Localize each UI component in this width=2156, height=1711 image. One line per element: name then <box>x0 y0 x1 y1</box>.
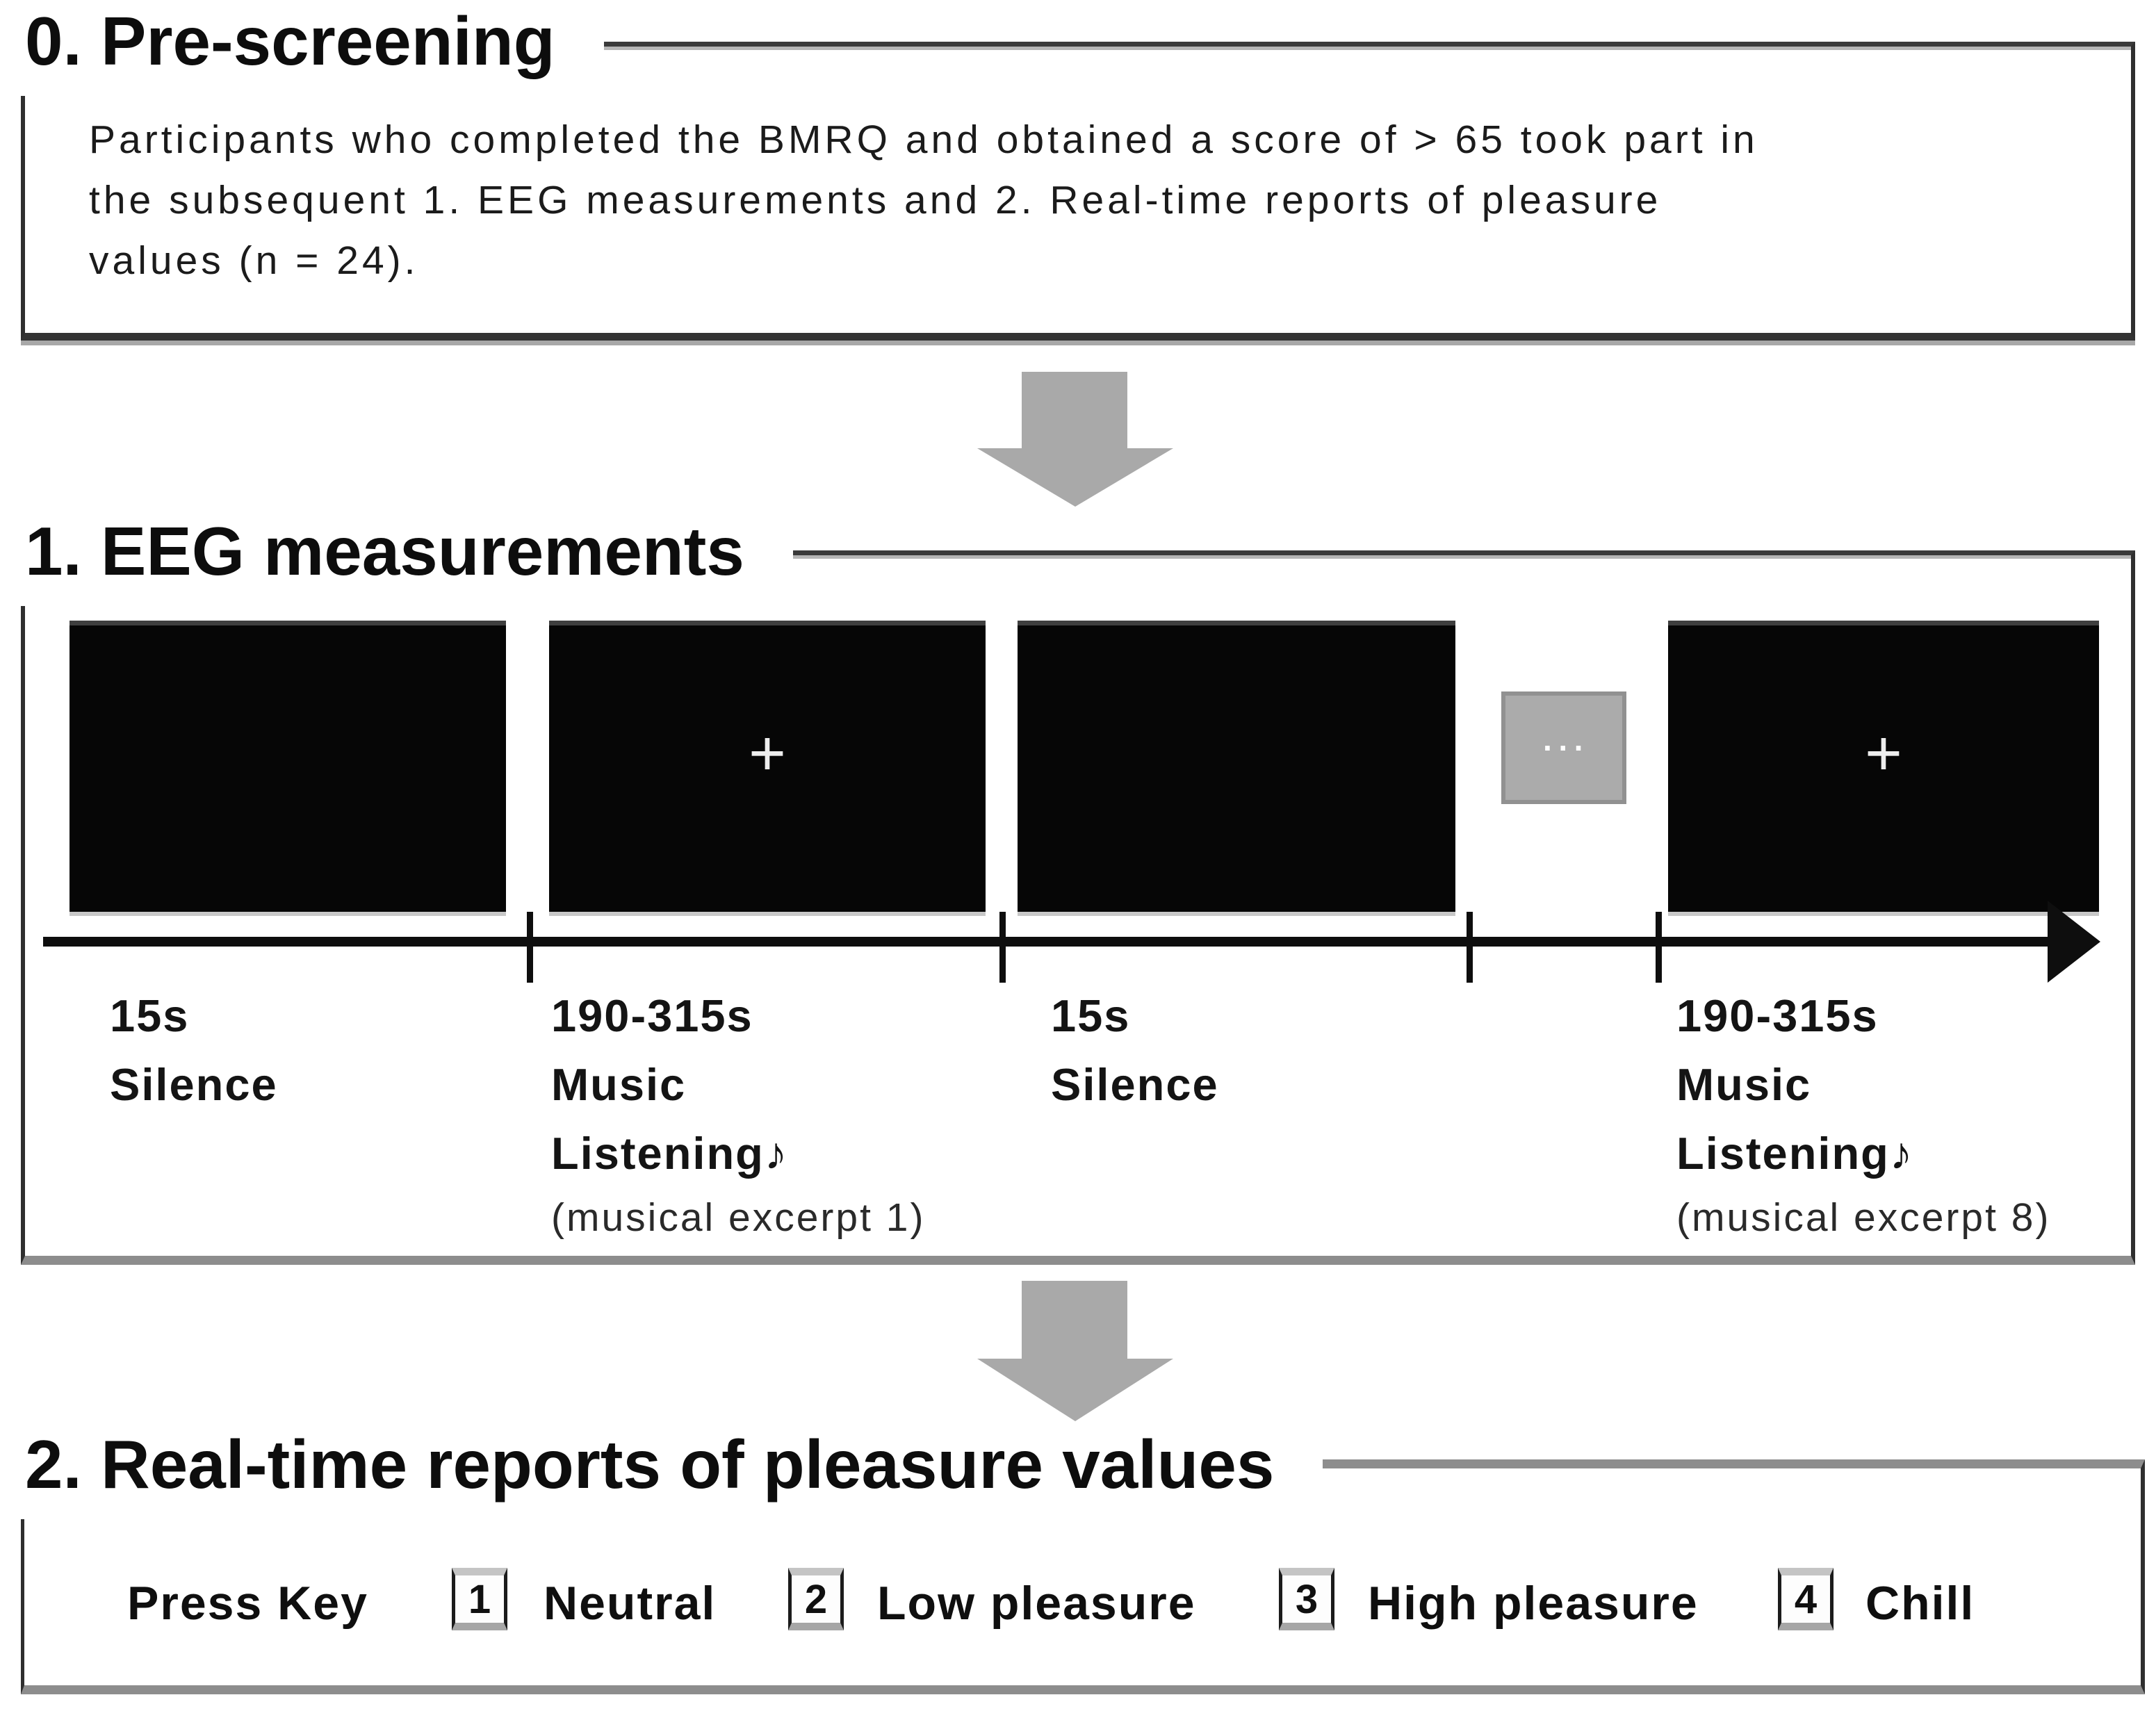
prescreening-title: 0. Pre-screening <box>18 1 604 96</box>
timeline-tick-4 <box>1656 912 1662 983</box>
musical-excerpt-note-8: (musical excerpt 8) <box>1676 1195 2051 1240</box>
fixation-cross-icon: + <box>749 717 786 789</box>
stimulus-screen-blank-2 <box>1018 621 1455 912</box>
timeline-axis <box>43 937 2050 947</box>
press-key-label: Press Key <box>127 1577 368 1630</box>
segment-name: Music <box>551 1059 687 1110</box>
segment-duration: 190-315s <box>1676 990 1879 1041</box>
segment-name-line2: Listening♪ <box>1676 1128 1914 1179</box>
down-arrow-icon <box>1022 372 1127 450</box>
timeline-tick-1 <box>527 912 533 983</box>
down-arrow-icon <box>977 448 1173 507</box>
keycap-2-icon: 2 <box>788 1568 844 1630</box>
prescreening-text-line-2: the subsequent 1. EEG measurements and 2… <box>89 178 1662 222</box>
stimulus-screen-music-1: + <box>549 621 986 912</box>
music-note-icon: ♪ <box>764 1128 789 1179</box>
eeg-title: 1. EEG measurements <box>18 511 793 606</box>
ellipsis-box: ··· <box>1501 691 1626 804</box>
segment-name: Music <box>1676 1059 1812 1110</box>
ellipsis-icon: ··· <box>1543 730 1590 766</box>
segment-label-silence-1: 15s Silence <box>110 981 278 1119</box>
down-arrow-icon <box>1022 1281 1127 1360</box>
keycap-3-icon: 3 <box>1279 1568 1334 1630</box>
segment-duration: 190-315s <box>551 990 753 1041</box>
segment-name: Silence <box>110 1059 278 1110</box>
timeline-arrowhead-icon <box>2048 901 2100 983</box>
reports-title: 2. Real-time reports of pleasure values <box>18 1425 1323 1519</box>
musical-excerpt-note-1: (musical excerpt 1) <box>551 1195 926 1240</box>
keycap-4-icon: 4 <box>1778 1568 1834 1630</box>
fixation-cross-icon: + <box>1865 717 1902 789</box>
segment-label-silence-2: 15s Silence <box>1051 981 1219 1119</box>
key-label-neutral: Neutral <box>544 1577 717 1630</box>
prescreening-text-line-3: values (n = 24). <box>89 238 419 283</box>
segment-duration: 15s <box>1051 990 1131 1041</box>
key-label-high-pleasure: High pleasure <box>1368 1577 1699 1630</box>
keycap-1-icon: 1 <box>452 1568 507 1630</box>
prescreening-text: Participants who completed the BMRQ and … <box>89 110 1758 291</box>
key-label-chill: Chill <box>1865 1577 1975 1630</box>
music-note-icon: ♪ <box>1889 1128 1914 1179</box>
timeline-tick-3 <box>1467 912 1473 983</box>
down-arrow-icon <box>977 1359 1173 1421</box>
stimulus-screen-music-8: + <box>1668 621 2099 912</box>
segment-duration: 15s <box>110 990 190 1041</box>
timeline-tick-2 <box>999 912 1006 983</box>
segment-name-line2: Listening♪ <box>551 1128 789 1179</box>
stimulus-screen-blank-1 <box>70 621 506 912</box>
segment-label-music-1: 190-315s Music Listening♪ (musical excer… <box>551 981 925 1247</box>
prescreening-text-line-1: Participants who completed the BMRQ and … <box>89 117 1758 162</box>
key-label-low-pleasure: Low pleasure <box>877 1577 1196 1630</box>
segment-label-music-8: 190-315s Music Listening♪ (musical excer… <box>1676 981 2050 1247</box>
segment-name: Silence <box>1051 1059 1219 1110</box>
